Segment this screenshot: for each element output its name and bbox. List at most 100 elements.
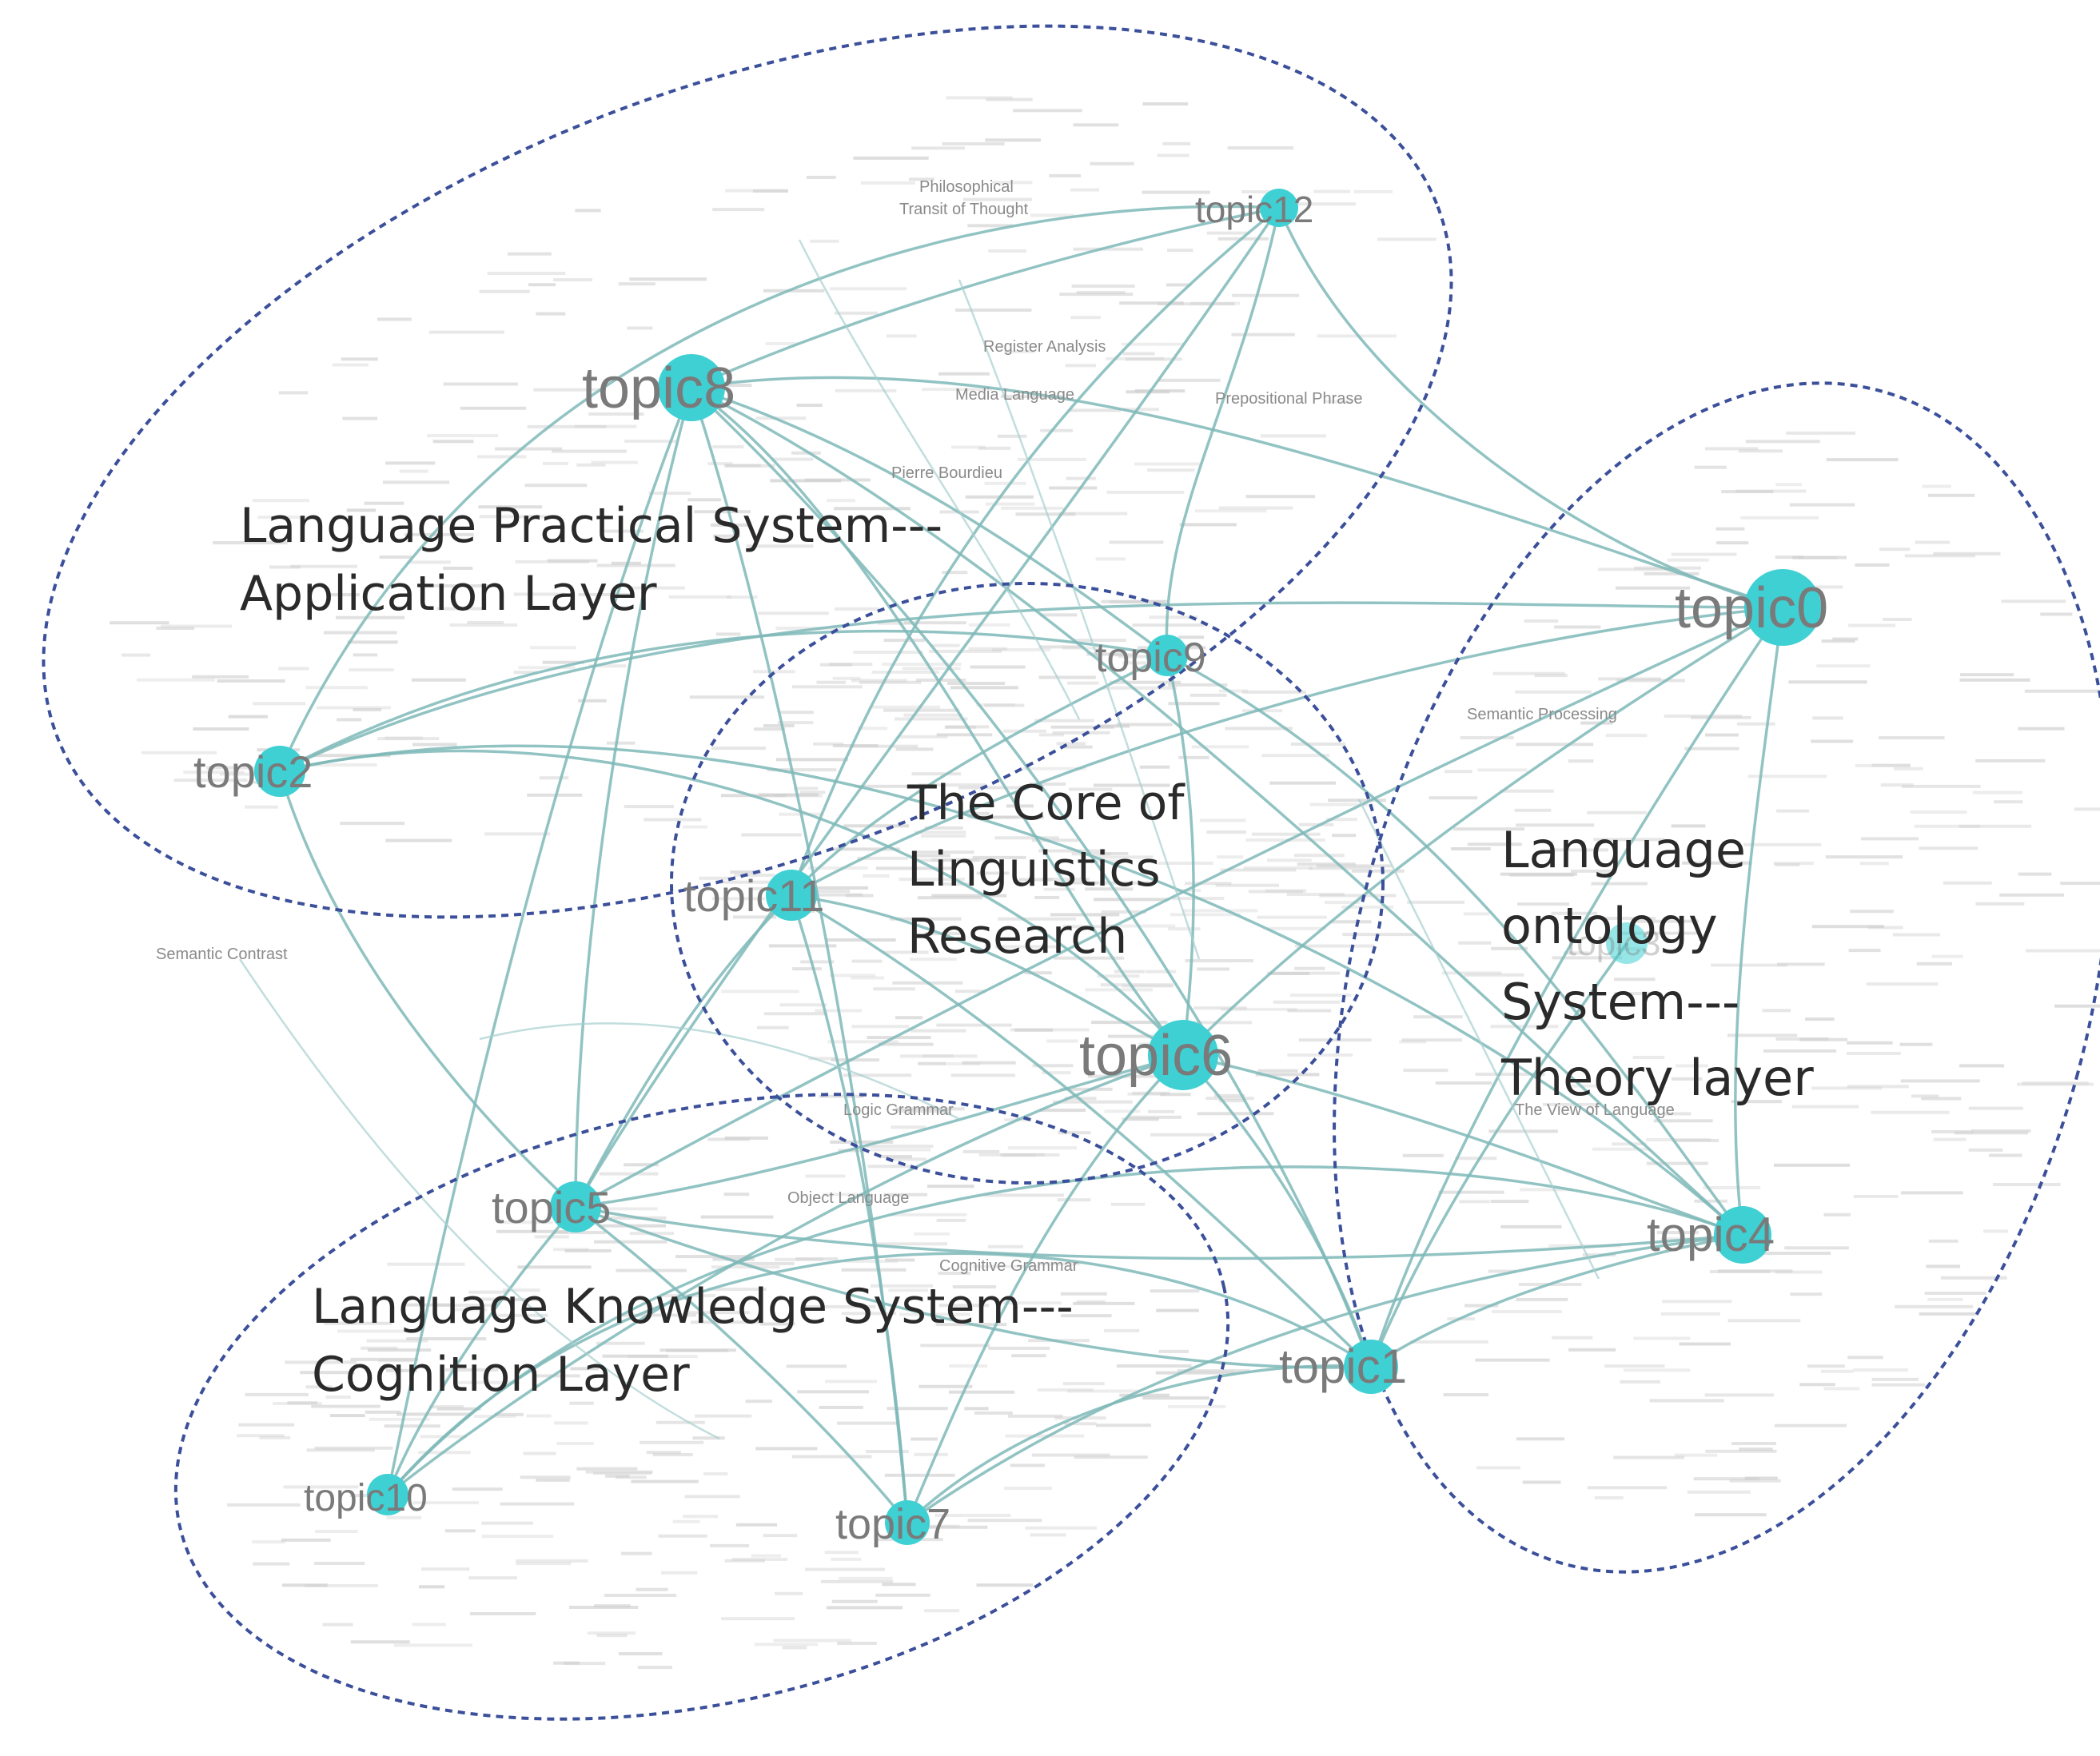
faint-word-mark: [1070, 316, 1101, 320]
faint-word-mark: [227, 1503, 301, 1507]
faint-word-mark: [1464, 1304, 1499, 1308]
faint-word-mark: [1931, 954, 1963, 958]
faint-word-mark: [1593, 838, 1665, 842]
faint-word-mark: [1548, 848, 1608, 852]
faint-word-mark: [903, 1524, 960, 1528]
node-topic4[interactable]: [1714, 1206, 1771, 1264]
edge-topic0-topic4: [1734, 607, 1784, 1236]
faint-word-mark: [1142, 190, 1210, 194]
faint-word-mark: [1332, 834, 1357, 838]
minor-label-media-language: Media Language: [955, 386, 1074, 404]
faint-word-mark: [695, 1414, 752, 1418]
edge-topic5-topic10: [386, 1205, 577, 1495]
faint-word-mark: [1738, 449, 1783, 453]
faint-word-mark: [1893, 933, 1941, 937]
faint-word-mark: [622, 1313, 697, 1317]
faint-word-mark: [919, 1384, 973, 1388]
faint-word-mark: [1571, 869, 1614, 873]
faint-word-mark: [1516, 1297, 1568, 1301]
faint-word-mark: [412, 743, 457, 747]
node-topic11[interactable]: [766, 870, 817, 921]
faint-word-mark: [668, 595, 731, 599]
faint-word-mark: [1261, 754, 1330, 758]
faint-word-mark: [278, 391, 309, 395]
node-topic9[interactable]: [1146, 635, 1188, 676]
faint-word-mark: [1812, 716, 1843, 720]
cluster-practical-line2: Application Layer: [240, 566, 657, 622]
faint-word-mark: [775, 627, 842, 630]
faint-word-mark: [1206, 231, 1250, 235]
faint-word-mark: [518, 666, 576, 670]
faint-word-mark: [871, 1284, 934, 1288]
cluster-label-knowledge: Language Knowledge System--- Cognition L…: [312, 1279, 1074, 1403]
faint-word-mark: [1799, 1037, 1848, 1041]
faint-word-mark: [387, 1262, 465, 1266]
faint-word-mark: [763, 1012, 827, 1016]
faint-word-mark: [624, 805, 674, 809]
node-topic12[interactable]: [1260, 189, 1298, 227]
faint-word-mark: [365, 1410, 401, 1414]
edge-topic12-topic9: [1165, 207, 1281, 656]
faint-word-mark: [831, 1599, 878, 1603]
faint-word-mark: [1150, 1133, 1214, 1137]
faint-word-mark: [329, 593, 360, 597]
faint-word-mark: [1492, 1310, 1562, 1313]
faint-word-mark: [1007, 1146, 1077, 1150]
faint-word-mark: [1168, 683, 1228, 687]
node-topic5[interactable]: [550, 1181, 601, 1232]
faint-word-mark: [986, 98, 1033, 102]
faint-word-mark: [1919, 846, 1978, 850]
node-topic3[interactable]: [1606, 922, 1648, 964]
faint-word-mark: [1633, 1336, 1691, 1340]
faint-word-mark: [1218, 506, 1293, 510]
faint-word-mark: [1091, 1021, 1168, 1025]
faint-word-mark: [1158, 378, 1221, 382]
node-topic0[interactable]: [1744, 569, 1821, 646]
faint-word-mark: [889, 917, 962, 921]
faint-word-mark: [752, 189, 788, 193]
faint-word-mark: [1711, 963, 1787, 967]
faint-word-mark: [1155, 1371, 1235, 1375]
faint-word-mark: [1232, 293, 1300, 297]
faint-word-mark: [436, 607, 484, 611]
faint-word-mark: [1194, 509, 1267, 513]
node-topic2[interactable]: [254, 746, 305, 797]
faint-word-mark: [946, 96, 1013, 100]
faint-word-mark: [1867, 926, 1903, 930]
node-topic10[interactable]: [367, 1474, 408, 1515]
node-topic1[interactable]: [1344, 1340, 1398, 1394]
faint-word-mark: [777, 721, 814, 725]
faint-word-mark: [919, 1525, 988, 1529]
faint-word-mark: [1788, 680, 1867, 684]
faint-word-mark: [1342, 933, 1418, 937]
faint-word-mark: [943, 1062, 981, 1065]
faint-word-mark: [405, 1303, 454, 1307]
faint-word-mark: [938, 372, 990, 376]
faint-word-mark: [967, 224, 1014, 228]
faint-word-mark: [1646, 1138, 1711, 1141]
faint-word-mark: [1716, 541, 1749, 545]
faint-word-mark: [305, 686, 368, 690]
faint-word-mark: [2040, 612, 2073, 616]
faint-word-mark: [987, 1244, 1023, 1248]
faint-word-mark: [1101, 599, 1168, 603]
faint-word-mark: [1024, 971, 1052, 975]
faint-word-mark: [309, 763, 377, 767]
faint-word-mark: [1682, 861, 1752, 865]
faint-word-mark: [1086, 881, 1155, 885]
faint-word-mark: [832, 744, 879, 747]
faint-word-mark: [757, 1025, 789, 1029]
faint-word-mark: [763, 1534, 798, 1538]
faint-word-mark: [1090, 161, 1134, 165]
faint-word-mark: [771, 457, 814, 461]
node-topic7[interactable]: [885, 1500, 930, 1545]
node-topic6[interactable]: [1148, 1020, 1218, 1090]
faint-word-mark: [305, 1385, 333, 1389]
faint-word-mark: [914, 1452, 948, 1456]
faint-word-mark: [1401, 1038, 1462, 1042]
faint-word-mark: [1915, 540, 1950, 544]
faint-word-mark: [795, 1257, 838, 1261]
faint-word-mark: [1329, 920, 1372, 924]
faint-word-mark: [1743, 842, 1822, 846]
node-topic8[interactable]: [658, 354, 725, 421]
